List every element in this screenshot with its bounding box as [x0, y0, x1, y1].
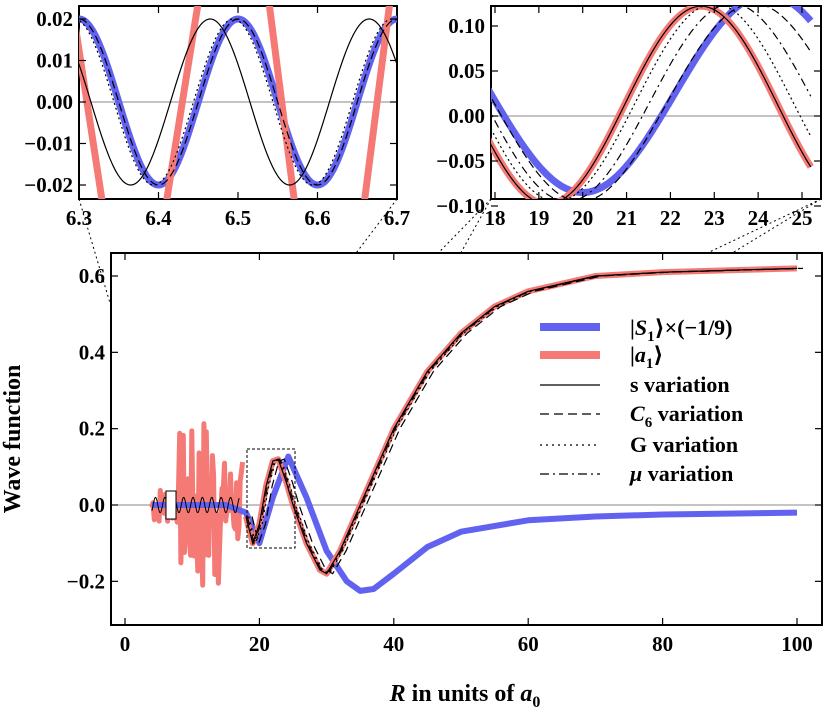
main-xtick-label: 80: [652, 632, 673, 656]
legend-entry-s: s variation: [540, 372, 730, 397]
x-axis-label: R in units of a0: [389, 681, 541, 711]
legend-entry-g: G variation: [540, 432, 738, 457]
inset-right-xtick-label: 19: [528, 206, 549, 230]
main-ytick-label: 0.6: [79, 264, 105, 288]
inset-left-series-s-variation: [79, 18, 397, 186]
y-axis-label: Wave function: [0, 365, 26, 514]
inset-right-xtick-label: 22: [660, 206, 681, 230]
inset-left-series-a1: [361, 6, 393, 199]
inset-right-ytick-label: −0.05: [436, 149, 485, 173]
series-mu-variation: [246, 267, 799, 575]
inset-right-ytick-label: 0.00: [448, 104, 485, 128]
series-c6-variation: [251, 267, 804, 575]
main-ytick-label: 0.0: [79, 493, 105, 517]
legend-entry-mu: μ variation: [540, 461, 733, 486]
inset-right-xtick-label: 25: [792, 206, 813, 230]
inset-right: 18 19 20 21 22 23 24 25 0.10 0.05 0.00 −0.05 −0.10: [436, 5, 822, 230]
inset-left-ytick-label: 0.00: [36, 90, 73, 114]
inset-left-ytick-label: −0.01: [24, 132, 73, 156]
zoom-connector: [78, 198, 167, 492]
main-xtick-label: 40: [383, 632, 404, 656]
inset-left-ytick-label: 0.01: [36, 49, 73, 73]
inset-right-xtick-label: 18: [485, 206, 506, 230]
inset-right-series-s-variation: [491, 6, 812, 199]
inset-right-frame: [490, 5, 822, 200]
inset-right-ytick-label: −0.10: [436, 194, 485, 218]
inset-left-ytick-label: −0.02: [24, 173, 73, 197]
inset-left-xtick-label: 6.4: [145, 206, 172, 230]
series-s1: [151, 453, 798, 594]
main-xtick-label: 60: [518, 632, 539, 656]
inset-right-xtick-label: 23: [704, 206, 725, 230]
inset-left-series-a1: [79, 27, 106, 199]
legend-label-c6: C6 variation: [630, 401, 743, 431]
inset-right-series-g-variation: [491, 6, 812, 199]
legend-label-mu: μ variation: [629, 461, 733, 486]
zoom-box-left: [165, 490, 177, 520]
main-xtick-label: 0: [120, 632, 131, 656]
zoom-box-right: [246, 448, 296, 549]
inset-right-xtick-label: 24: [748, 206, 770, 230]
inset-left-xtick-label: 6.3: [66, 206, 92, 230]
legend-label-g: G variation: [630, 432, 738, 457]
inset-left-xtick-label: 6.5: [225, 206, 251, 230]
main-xtick-label: 20: [249, 632, 270, 656]
legend-label-s: s variation: [630, 372, 730, 397]
inset-left: 6.3 6.4 6.5 6.6 6.7 0.02 0.01 0.00 −0.01 −0.02: [24, 5, 410, 230]
inset-left-ytick-label: 0.02: [36, 7, 73, 31]
inset-right-series-c6-variation: [491, 6, 812, 199]
inset-left-xtick-label: 6.6: [304, 206, 330, 230]
main-ytick-label: 0.4: [79, 340, 106, 364]
main-ytick-label: 0.2: [79, 417, 105, 441]
inset-right-ytick-label: 0.10: [448, 14, 485, 38]
inset-right-xtick-label: 20: [572, 206, 593, 230]
legend-entry-c6: C6 variation: [540, 401, 743, 431]
main-ytick-label: −0.2: [67, 569, 105, 593]
inset-left-series-a1: [163, 6, 202, 199]
inset-right-xtick-label: 21: [616, 206, 637, 230]
main-plot: 0 20 40 60 80 100 −0.2 0.0 0.2 0.4 0.6 R in units …: [0, 252, 823, 711]
inset-left-xtick-label: 6.7: [384, 206, 410, 230]
inset-left-series-c6-variation: [79, 18, 397, 186]
main-plot-frame: [110, 252, 823, 626]
inset-right-ytick-label: 0.05: [448, 59, 485, 83]
inset-right-series-s1: [491, 6, 814, 196]
main-xtick-label: 100: [781, 632, 813, 656]
